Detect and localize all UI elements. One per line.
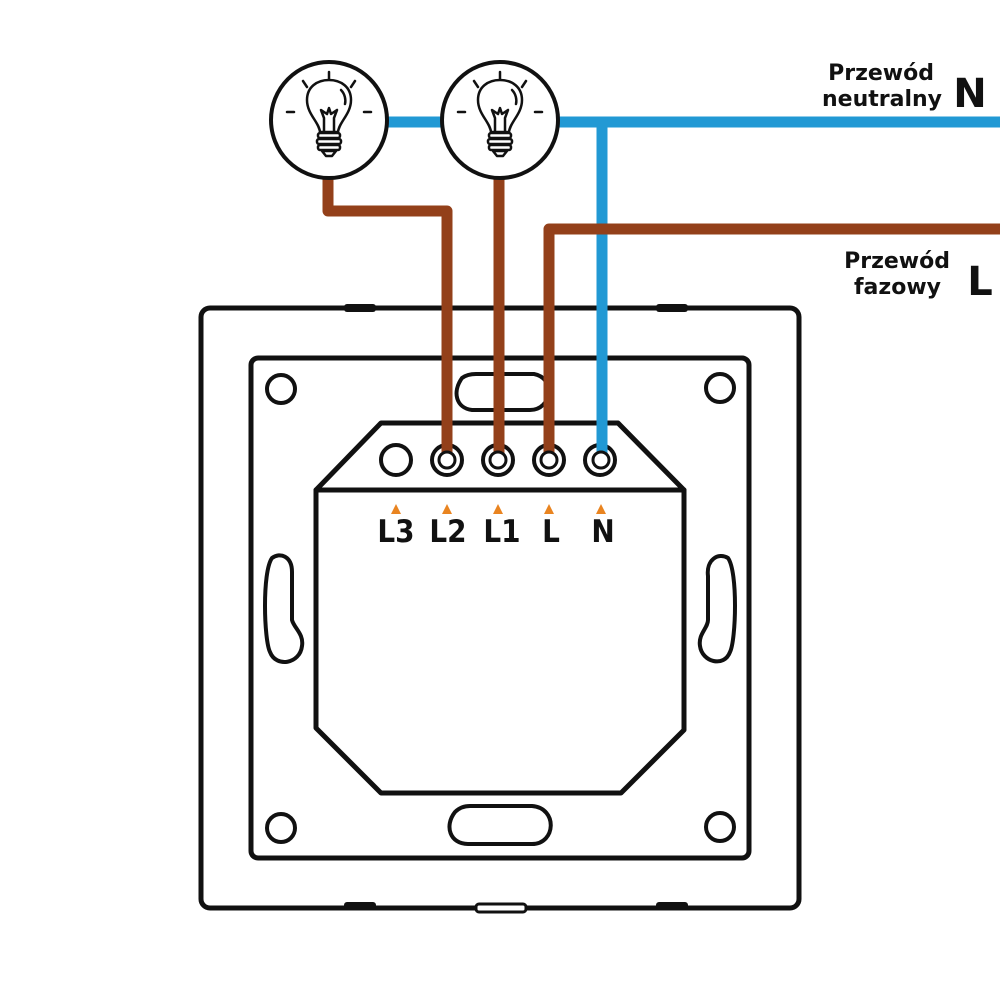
wires — [322, 116, 1000, 466]
frame-clip — [656, 304, 688, 312]
neutral-letter: N — [953, 71, 986, 117]
neutral-label-line1: Przewód — [828, 61, 934, 86]
frame-clip — [344, 304, 376, 312]
neutral-label-line2: neutralny — [822, 87, 942, 112]
screw-hole — [265, 812, 297, 844]
screw-hole — [704, 372, 736, 404]
terminal-marker — [391, 504, 401, 514]
terminal-marker — [544, 504, 554, 514]
light-bulb-icon — [456, 70, 544, 158]
terminal-label-l1: L1 — [483, 514, 520, 550]
lamp-wire-l2 — [322, 172, 453, 466]
phase-wire-label: Przewód fazowy L — [844, 249, 993, 305]
terminal-label-l3: L3 — [377, 514, 414, 550]
terminal-screw — [591, 450, 611, 470]
frame-clip — [474, 902, 528, 914]
terminal-label-l: L — [542, 514, 560, 550]
phase-label-line1: Przewód — [844, 249, 950, 274]
mounting-slot — [697, 554, 737, 664]
light-bulb-1 — [269, 60, 389, 180]
screw-hole — [704, 811, 736, 843]
phase-wire — [543, 223, 1000, 466]
frame-clip — [656, 902, 688, 910]
frame-clip — [344, 902, 376, 910]
terminal-marker — [442, 504, 452, 514]
terminal-marker — [493, 504, 503, 514]
terminal-marker — [596, 504, 606, 514]
terminal-label-l2: L2 — [429, 514, 466, 550]
terminal-hole-l3 — [379, 443, 413, 477]
terminal-screw — [488, 450, 508, 470]
screw-hole — [265, 373, 297, 405]
bulb-circle — [269, 60, 389, 180]
terminal-screw — [437, 450, 457, 470]
bulb-circle — [440, 60, 560, 180]
phase-label-line2: fazowy — [854, 275, 941, 300]
terminal-labels: L3 L2 L1 L N — [377, 504, 615, 550]
light-bulb-2 — [440, 60, 560, 180]
neutral-wire-label: Przewód neutralny N — [822, 61, 987, 117]
terminal-screw — [539, 450, 559, 470]
phase-letter: L — [967, 259, 993, 305]
mounting-slot — [263, 553, 305, 664]
terminal-label-n: N — [591, 514, 614, 550]
light-bulb-icon — [285, 70, 373, 158]
terminal-block — [313, 420, 687, 493]
mounting-slot — [447, 804, 553, 846]
